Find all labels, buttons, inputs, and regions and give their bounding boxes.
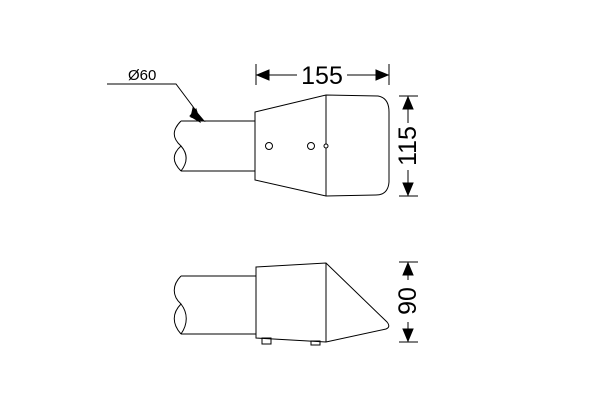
arrow-icon	[402, 182, 414, 197]
arrow-icon	[255, 69, 270, 81]
foot	[310, 340, 321, 346]
diameter-label: Ø60	[128, 67, 156, 84]
side-view	[173, 261, 418, 346]
mounting-hole	[265, 142, 273, 150]
mounting-hole	[323, 143, 329, 149]
luminaire-body-side	[255, 262, 390, 346]
arrow-icon	[402, 328, 414, 343]
arrow-icon	[402, 95, 414, 110]
top-view	[107, 64, 418, 197]
diameter-leader	[107, 83, 206, 124]
height-label-top: 115	[394, 126, 422, 166]
foot	[261, 337, 272, 345]
arrow-icon	[402, 261, 414, 276]
pipe-top	[173, 120, 255, 172]
height-dimension-top	[399, 95, 418, 197]
luminaire-body-top	[254, 94, 390, 197]
arrow-icon	[375, 69, 390, 81]
length-dimension	[255, 64, 390, 85]
pipe-side	[173, 275, 256, 335]
length-label: 155	[301, 62, 343, 90]
mounting-hole	[307, 142, 315, 150]
height-label-side: 90	[394, 287, 422, 315]
height-dimension-side	[399, 261, 418, 343]
